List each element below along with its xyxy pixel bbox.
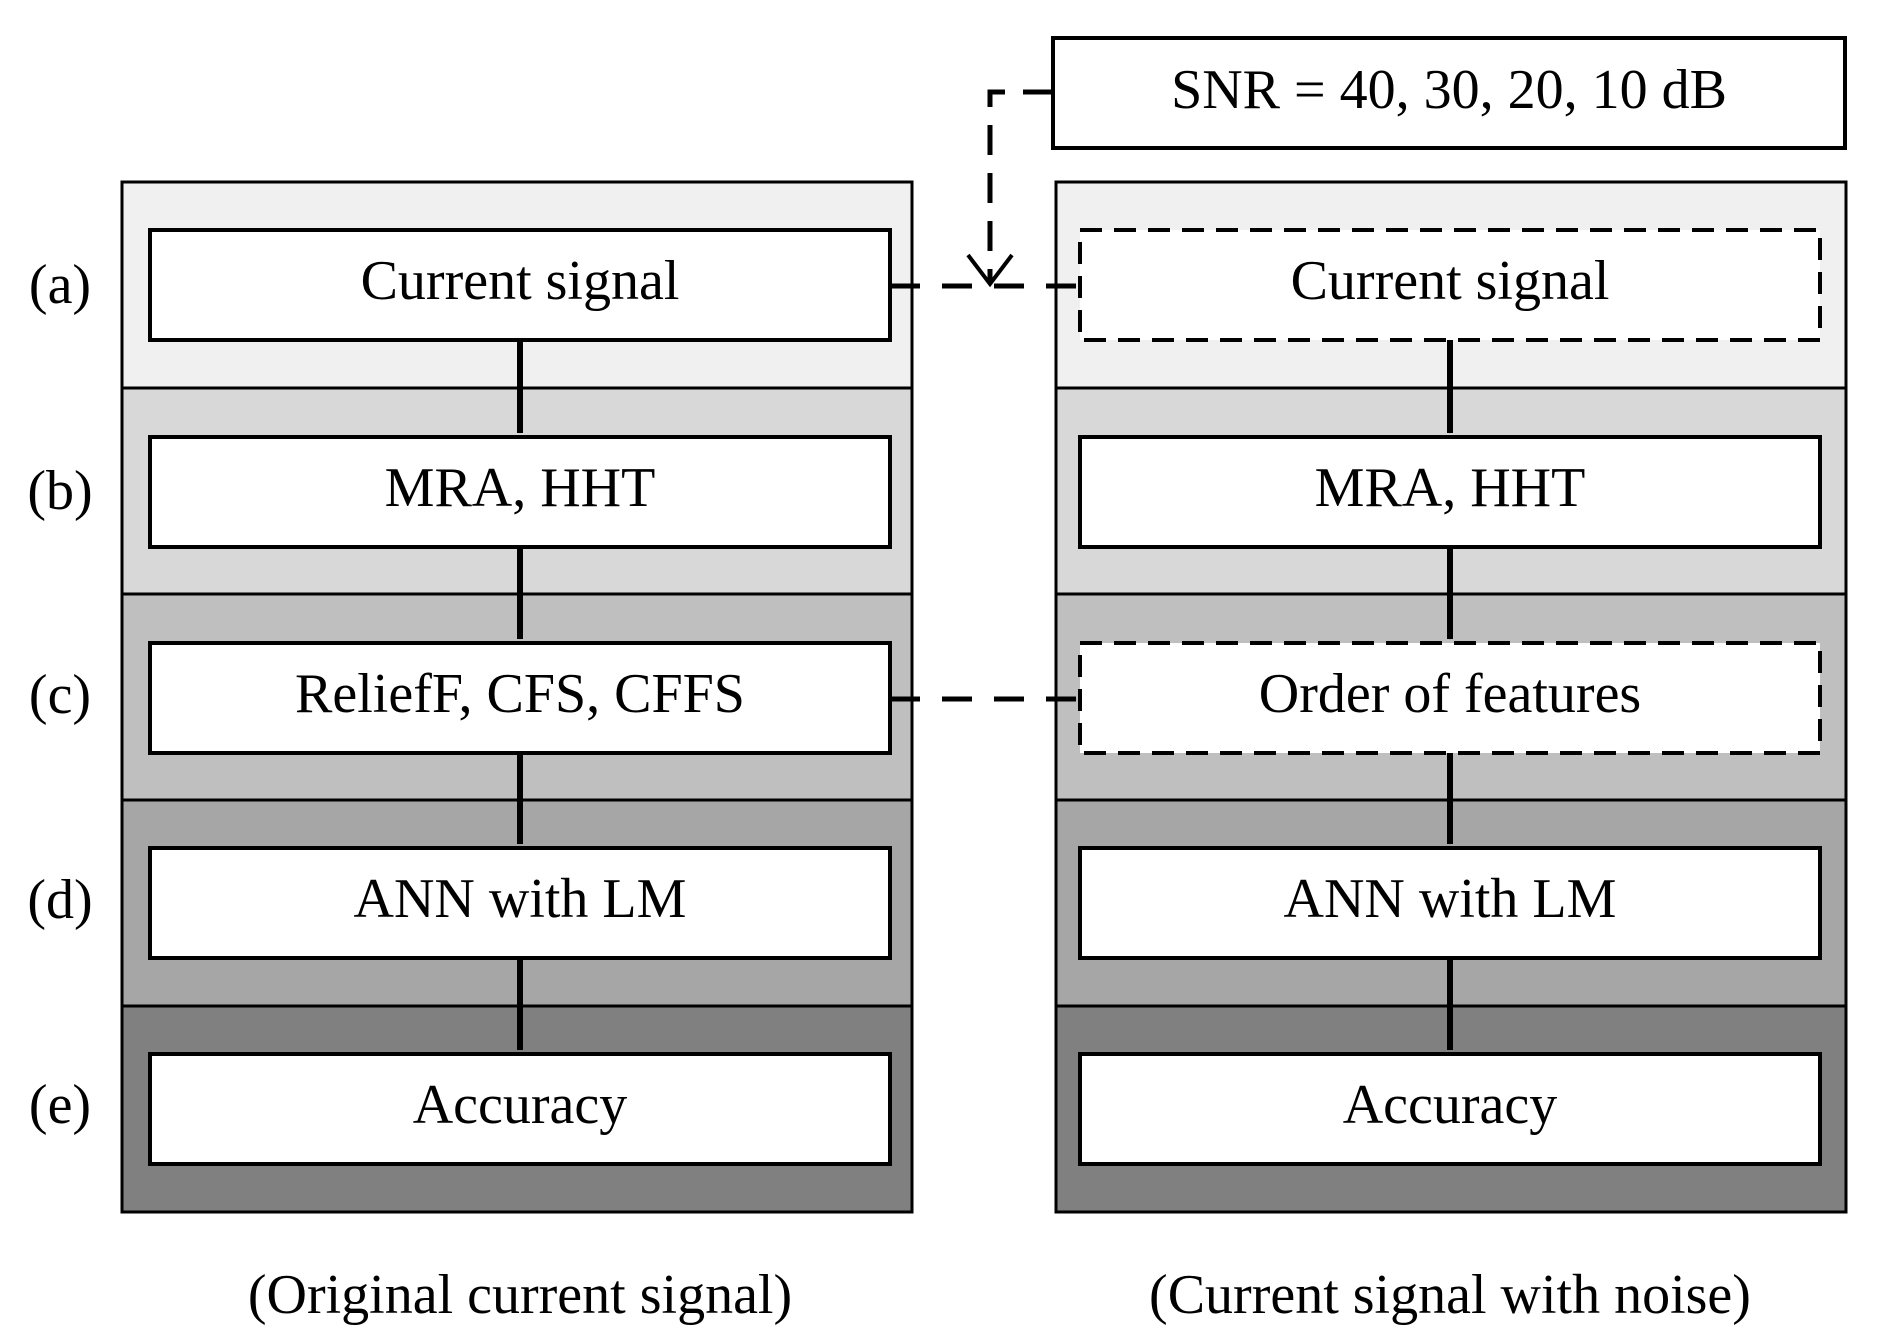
right-box-mra-hht-label: MRA, HHT (1315, 457, 1586, 519)
dashed-noise-arrow (987, 89, 1053, 282)
left-box-mra-hht (148, 435, 892, 549)
row-label-e: (e) (29, 1074, 91, 1136)
right-box-mra-hht (1078, 435, 1822, 549)
right-box-order-of-features (1078, 641, 1822, 755)
left-box-mra-hht-label: MRA, HHT (385, 457, 656, 519)
left-box-ann-label: ANN with LM (354, 868, 687, 930)
row-label-c: (c) (29, 664, 91, 726)
right-box-order-of-features-label: Order of features (1259, 663, 1641, 725)
right-box-ann (1078, 846, 1822, 960)
left-column-caption: (Original current signal) (248, 1264, 792, 1326)
row-label-d: (d) (27, 869, 92, 931)
left-box-current-signal-label: Current signal (361, 250, 680, 312)
right-column-caption: (Current signal with noise) (1149, 1264, 1751, 1326)
left-box-feature-selection-label: ReliefF, CFS, CFFS (295, 663, 745, 725)
right-box-ann-label: ANN with LM (1284, 868, 1617, 930)
row-label-b: (b) (27, 460, 92, 522)
noise-box (1051, 36, 1847, 150)
right-box-current-signal-label: Current signal (1291, 250, 1610, 312)
right-box-accuracy (1078, 1052, 1822, 1166)
left-box-ann (148, 846, 892, 960)
left-box-accuracy (148, 1052, 892, 1166)
right-box-current-signal (1078, 228, 1822, 342)
noise-arrow-head (966, 253, 1014, 288)
noise-box-label: SNR = 40, 30, 20, 10 dB (1171, 59, 1727, 121)
right-box-accuracy-label: Accuracy (1343, 1074, 1558, 1136)
row-label-a: (a) (29, 254, 91, 316)
left-box-accuracy-label: Accuracy (413, 1074, 628, 1136)
